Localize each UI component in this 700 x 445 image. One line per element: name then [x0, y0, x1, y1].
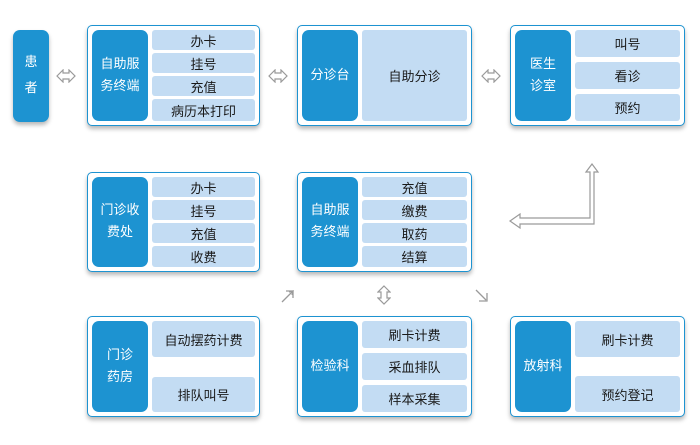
- doctor-item-consult: 看诊: [575, 62, 680, 89]
- radiology-header: 放射科: [515, 321, 571, 412]
- kiosk-header: 自助服 务终端: [92, 30, 148, 121]
- double-arrow-icon: [56, 69, 76, 83]
- laboratory-card: 检验科 刷卡计费 采血排队 样本采集: [297, 316, 472, 417]
- cashier-title-line1: 门诊收: [100, 203, 140, 218]
- triage-item-self-triage: 自助分诊: [362, 30, 467, 121]
- pharmacy-item-queue-call: 排队叫号: [152, 377, 255, 412]
- kiosk-mid-item-pay: 缴费: [362, 200, 467, 220]
- kiosk-mid-item-medicine: 取药: [362, 223, 467, 243]
- double-arrow-icon: [481, 69, 501, 83]
- pharmacy-header: 门诊 药房: [92, 321, 148, 412]
- kiosk-item-card: 办卡: [152, 30, 255, 50]
- kiosk-item-register: 挂号: [152, 53, 255, 73]
- doctor-item-call: 叫号: [575, 30, 680, 57]
- pharmacy-item-auto-dispense: 自动摆药计费: [152, 321, 255, 357]
- doctor-item-appointment: 预约: [575, 94, 680, 121]
- kiosk-item-topup: 充值: [152, 76, 255, 96]
- double-arrow-icon: [268, 69, 288, 83]
- cashier-item-charge: 收费: [152, 246, 255, 267]
- lab-item-sample-collect: 样本采集: [362, 385, 467, 412]
- radiology-item-swipe-charge: 刷卡计费: [575, 321, 680, 357]
- kiosk-title-line1: 自助服: [100, 56, 140, 72]
- kiosk-item-record-print: 病历本打印: [152, 99, 255, 121]
- pharmacy-title-line2: 药房: [106, 369, 133, 385]
- kiosk-mid-header: 自助服 务终端: [302, 177, 358, 267]
- doctor-title-line2: 诊室: [529, 78, 556, 94]
- triage-header: 分诊台: [302, 30, 358, 121]
- radiology-card: 放射科 刷卡计费 预约登记: [510, 316, 685, 417]
- outpatient-pharmacy-card: 门诊 药房 自动摆药计费 排队叫号: [87, 316, 260, 417]
- kiosk-title-line2: 务终端: [100, 78, 140, 94]
- patient-node: 患者: [13, 30, 49, 122]
- doctor-title-line1: 医生: [529, 56, 556, 72]
- patient-label: 患者: [24, 55, 38, 96]
- self-service-kiosk-card: 自助服 务终端 办卡 挂号 充值 病历本打印: [87, 25, 260, 126]
- lab-item-blood-queue: 采血排队: [362, 353, 467, 380]
- kiosk-mid-title-line1: 自助服: [310, 203, 350, 218]
- lab-header: 检验科: [302, 321, 358, 412]
- diagonal-arrow-icon: [281, 290, 294, 303]
- kiosk-mid-item-topup: 充值: [362, 177, 467, 197]
- outpatient-cashier-card: 门诊收 费处 办卡 挂号 充值 收费: [87, 172, 260, 272]
- triage-title: 分诊台: [310, 67, 350, 83]
- self-service-kiosk-mid-card: 自助服 务终端 充值 缴费 取药 结算: [297, 172, 472, 272]
- doctor-header: 医生 诊室: [515, 30, 571, 121]
- lab-title: 检验科: [310, 358, 350, 374]
- kiosk-mid-item-settle: 结算: [362, 246, 467, 267]
- doctor-room-card: 医生 诊室 叫号 看诊 预约: [510, 25, 685, 126]
- cashier-item-topup: 充值: [152, 223, 255, 243]
- pharmacy-title-line1: 门诊: [106, 347, 133, 363]
- cashier-item-card: 办卡: [152, 177, 255, 197]
- cashier-header: 门诊收 费处: [92, 177, 148, 267]
- vertical-double-arrow-icon: [377, 285, 391, 305]
- diagonal-arrow-icon: [475, 289, 488, 302]
- cashier-title-line2: 费处: [106, 225, 133, 240]
- cashier-item-register: 挂号: [152, 200, 255, 220]
- triage-desk-card: 分诊台 自助分诊: [297, 25, 472, 126]
- radiology-title: 放射科: [523, 358, 563, 374]
- elbow-arrow-icon: [508, 163, 600, 230]
- radiology-item-appointment: 预约登记: [575, 376, 680, 412]
- kiosk-mid-title-line2: 务终端: [310, 225, 350, 240]
- lab-item-swipe-charge: 刷卡计费: [362, 321, 467, 348]
